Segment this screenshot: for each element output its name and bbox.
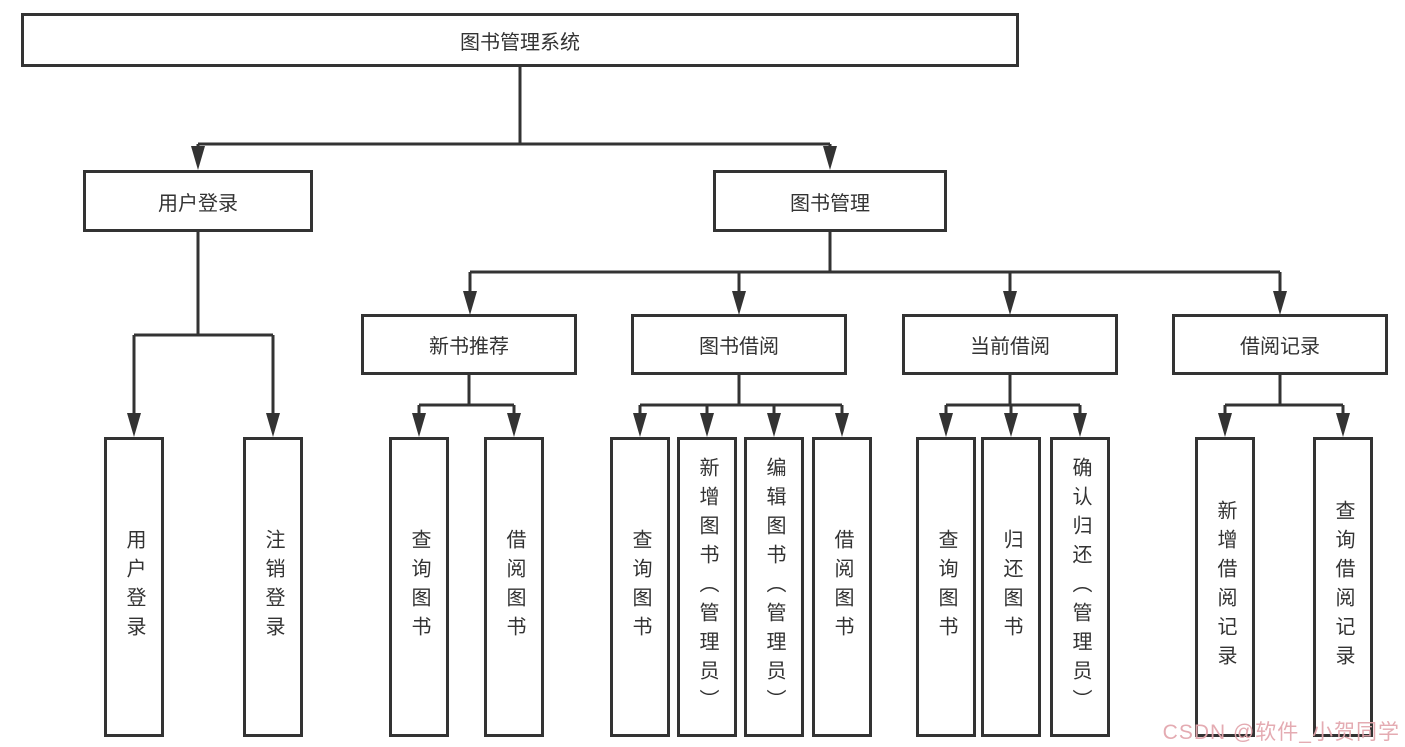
node-user-login-label: 用户登录 [158, 192, 238, 215]
node-new-book-recommend-label: 新书推荐 [429, 336, 509, 358]
leaf-recommend-borrow-book: 借阅图书 [484, 437, 544, 737]
leaf-records-add-record: 新增借阅记录 [1195, 437, 1255, 737]
leaf-borrow-add-book-admin: 新增图书（管理员） [677, 437, 737, 737]
node-book-borrow: 图书借阅 [631, 314, 847, 375]
node-borrow-records-label: 借阅记录 [1240, 336, 1320, 358]
leaf-records-query-record: 查询借阅记录 [1313, 437, 1373, 737]
leaf-borrow-query-book: 查询图书 [610, 437, 670, 737]
leaf-borrow-edit-book-admin-label: 编辑图书（管理员） [763, 456, 785, 718]
node-book-manage: 图书管理 [713, 170, 947, 232]
leaf-borrow-borrow-book: 借阅图书 [812, 437, 872, 737]
leaf-records-add-record-label: 新增借阅记录 [1214, 500, 1236, 674]
leaf-borrow-add-book-admin-label: 新增图书（管理员） [696, 456, 718, 718]
node-book-manage-label: 图书管理 [790, 192, 870, 215]
leaf-records-query-record-label: 查询借阅记录 [1332, 500, 1354, 674]
node-current-borrow: 当前借阅 [902, 314, 1118, 375]
node-user-login: 用户登录 [83, 170, 313, 232]
leaf-current-confirm-return-admin-label: 确认归还（管理员） [1069, 456, 1091, 718]
leaf-current-return-book-label: 归还图书 [1000, 529, 1022, 645]
node-book-borrow-label: 图书借阅 [699, 336, 779, 358]
leaf-user-login-label: 用户登录 [123, 529, 145, 645]
node-root-system: 图书管理系统 [21, 13, 1019, 67]
connector-arrowheads [127, 146, 1350, 437]
csdn-watermark: CSDN @软件_小贺同学 [1162, 721, 1400, 744]
leaf-recommend-query-book-label: 查询图书 [408, 529, 430, 645]
leaf-recommend-borrow-book-label: 借阅图书 [503, 529, 525, 645]
leaf-borrow-edit-book-admin: 编辑图书（管理员） [744, 437, 804, 737]
leaf-user-login: 用户登录 [104, 437, 164, 737]
leaf-borrow-borrow-book-label: 借阅图书 [831, 529, 853, 645]
leaf-current-query-book-label: 查询图书 [935, 529, 957, 645]
node-current-borrow-label: 当前借阅 [970, 336, 1050, 358]
node-borrow-records: 借阅记录 [1172, 314, 1388, 375]
leaf-recommend-query-book: 查询图书 [389, 437, 449, 737]
leaf-borrow-query-book-label: 查询图书 [629, 529, 651, 645]
leaf-logout: 注销登录 [243, 437, 303, 737]
node-new-book-recommend: 新书推荐 [361, 314, 577, 375]
leaf-logout-label: 注销登录 [262, 529, 284, 645]
node-root-label: 图书管理系统 [460, 31, 580, 54]
leaf-current-confirm-return-admin: 确认归还（管理员） [1050, 437, 1110, 737]
leaf-current-return-book: 归还图书 [981, 437, 1041, 737]
leaf-current-query-book: 查询图书 [916, 437, 976, 737]
